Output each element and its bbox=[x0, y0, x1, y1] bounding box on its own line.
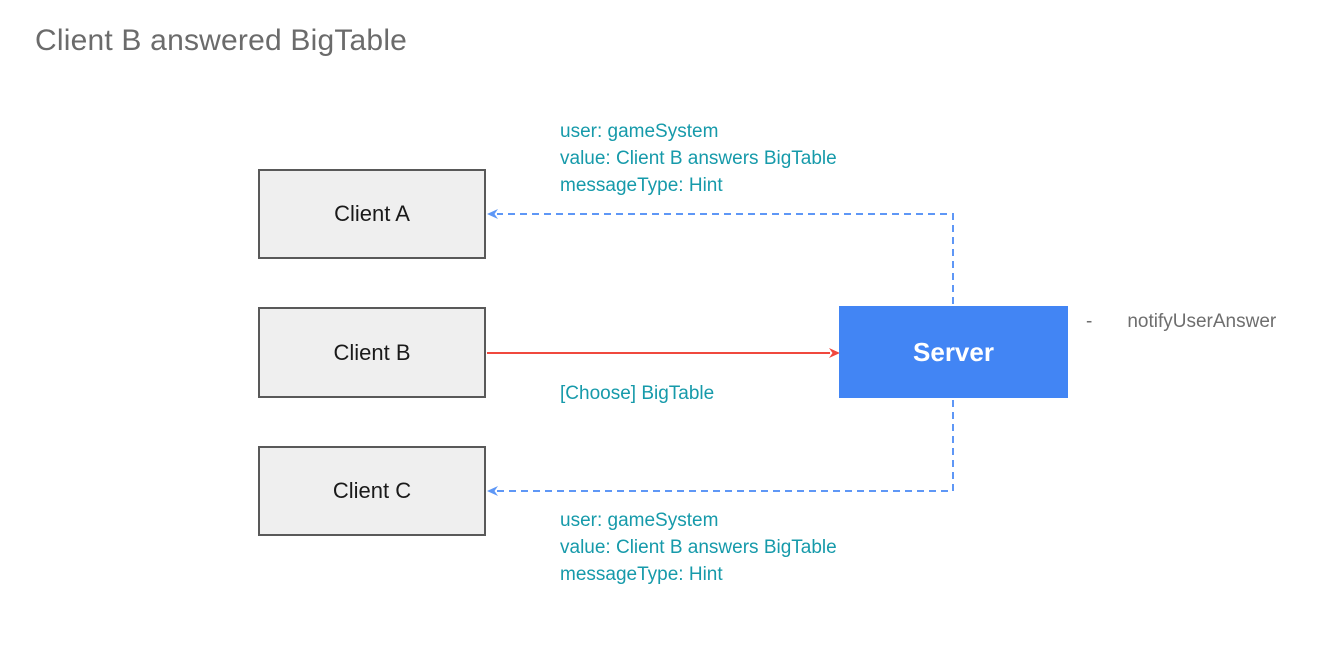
node-client-b: Client B bbox=[258, 307, 486, 398]
diagram-title: Client B answered BigTable bbox=[35, 24, 408, 57]
node-client-c-label: Client C bbox=[332, 478, 412, 503]
message-line-value: value: Client B answers BigTable bbox=[560, 537, 837, 558]
hint-message-to-client-c: user: gameSystem value: Client B answers… bbox=[560, 507, 837, 588]
node-client-a: Client A bbox=[258, 169, 486, 259]
message-line-user: user: gameSystem bbox=[560, 510, 719, 531]
hint-arrow-server-to-client-c bbox=[487, 400, 954, 496]
note-text: notifyUserAnswer bbox=[1127, 311, 1277, 332]
node-server-label: Server bbox=[913, 336, 994, 367]
request-arrow-label: [Choose] BigTable bbox=[560, 383, 715, 404]
node-client-c: Client C bbox=[258, 446, 486, 536]
message-line-value: value: Client B answers BigTable bbox=[560, 148, 837, 169]
message-line-type: messageType: Hint bbox=[560, 175, 723, 196]
node-client-a-label: Client A bbox=[334, 201, 410, 226]
node-client-b-label: Client B bbox=[333, 339, 411, 365]
node-server: Server bbox=[839, 306, 1068, 398]
message-line-type: messageType: Hint bbox=[560, 564, 723, 585]
message-line-user: user: gameSystem bbox=[560, 121, 719, 142]
note-bullet: - bbox=[1086, 311, 1093, 332]
hint-arrow-server-to-client-a bbox=[487, 209, 954, 304]
hint-message-to-client-a: user: gameSystem value: Client B answers… bbox=[560, 118, 837, 199]
note-notify-user-answer: - notifyUserAnswer bbox=[1086, 311, 1276, 333]
